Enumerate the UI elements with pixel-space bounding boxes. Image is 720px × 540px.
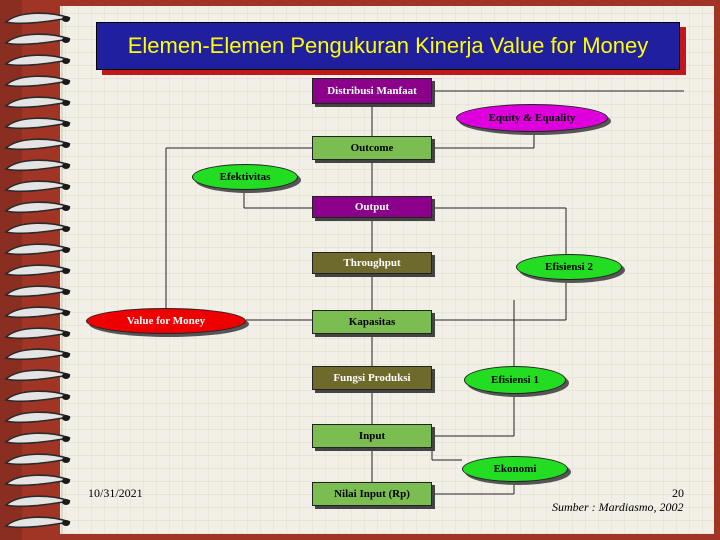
footer-page-number: 20 <box>672 486 684 501</box>
slide-title: Elemen-Elemen Pengukuran Kinerja Value f… <box>96 22 680 70</box>
box-fungsi-produksi: Fungsi Produksi <box>312 366 432 390</box>
ellipse-efisiensi-2-label: Efisiensi 2 <box>545 261 593 273</box>
ellipse-efisiensi-2: Efisiensi 2 <box>516 254 622 280</box>
ellipse-equity-equality-label: Equity & Equality <box>489 112 576 124</box>
ellipse-value-for-money-label: Value for Money <box>127 315 205 327</box>
box-throughput: Throughput <box>312 252 432 274</box>
footer-source: Sumber : Mardiasmo, 2002 <box>552 500 684 515</box>
box-input-label: Input <box>359 430 385 442</box>
box-output: Output <box>312 196 432 218</box>
box-kapasitas: Kapasitas <box>312 310 432 334</box>
ellipse-efektivitas-label: Efektivitas <box>220 171 271 183</box>
ellipse-efisiensi-1-label: Efisiensi 1 <box>491 374 539 386</box>
box-nilai-input-label: Nilai Input (Rp) <box>334 488 410 500</box>
box-fungsi-produksi-label: Fungsi Produksi <box>333 372 410 384</box>
box-throughput-label: Throughput <box>343 257 400 269</box>
ellipse-value-for-money: Value for Money <box>86 308 246 334</box>
box-distribusi-manfaat-label: Distribusi Manfaat <box>327 85 417 97</box>
box-outcome-label: Outcome <box>351 142 394 154</box>
footer-date: 10/31/2021 <box>88 486 143 501</box>
box-kapasitas-label: Kapasitas <box>349 316 395 328</box>
ellipse-ekonomi-label: Ekonomi <box>494 463 537 475</box>
ellipse-ekonomi: Ekonomi <box>462 456 568 482</box>
box-distribusi-manfaat: Distribusi Manfaat <box>312 78 432 104</box>
box-input: Input <box>312 424 432 448</box>
box-output-label: Output <box>355 201 389 213</box>
ellipse-equity-equality: Equity & Equality <box>456 104 608 132</box>
box-nilai-input: Nilai Input (Rp) <box>312 482 432 506</box>
box-outcome: Outcome <box>312 136 432 160</box>
slide-title-text: Elemen-Elemen Pengukuran Kinerja Value f… <box>128 35 649 57</box>
ellipse-efektivitas: Efektivitas <box>192 164 298 190</box>
ellipse-efisiensi-1: Efisiensi 1 <box>464 366 566 394</box>
